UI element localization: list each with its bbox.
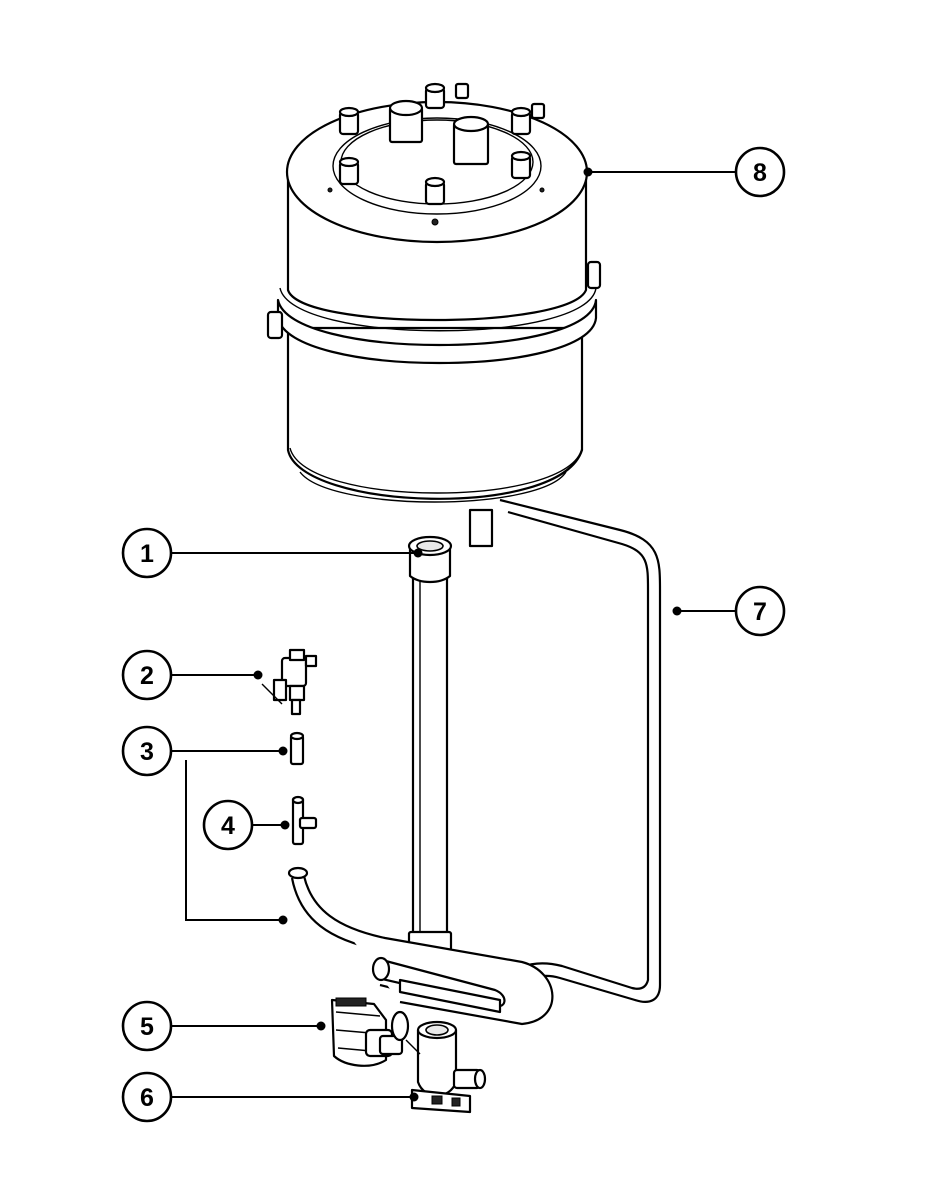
tee-fitting (291, 795, 318, 846)
cylinder-outlet-fitting (407, 535, 453, 980)
callout-label: 4 (221, 812, 235, 840)
leader-lines (172, 167, 735, 1102)
callout-1: 1 (121, 527, 173, 579)
callout-2: 2 (121, 649, 173, 701)
callout-label: 7 (753, 598, 767, 626)
callout-label: 5 (140, 1013, 154, 1041)
callout-8: 8 (734, 146, 786, 198)
callout-label: 1 (140, 540, 154, 568)
callout-label: 8 (753, 159, 767, 187)
drain-manifold (287, 866, 554, 1026)
drain-pump (330, 997, 410, 1067)
overflow-tube (468, 498, 662, 1003)
callout-7: 7 (734, 585, 786, 637)
hose-connector (289, 731, 305, 766)
callout-label: 3 (140, 738, 154, 766)
callout-label: 2 (140, 662, 154, 690)
callout-3: 3 (121, 725, 173, 777)
fill-solenoid-valve (261, 648, 318, 716)
callout-6: 6 (121, 1071, 173, 1123)
drain-housing (405, 1020, 487, 1114)
callout-4: 4 (202, 799, 254, 851)
callout-label: 6 (140, 1084, 154, 1112)
steam-cylinder (266, 82, 602, 503)
callout-5: 5 (121, 1000, 173, 1052)
